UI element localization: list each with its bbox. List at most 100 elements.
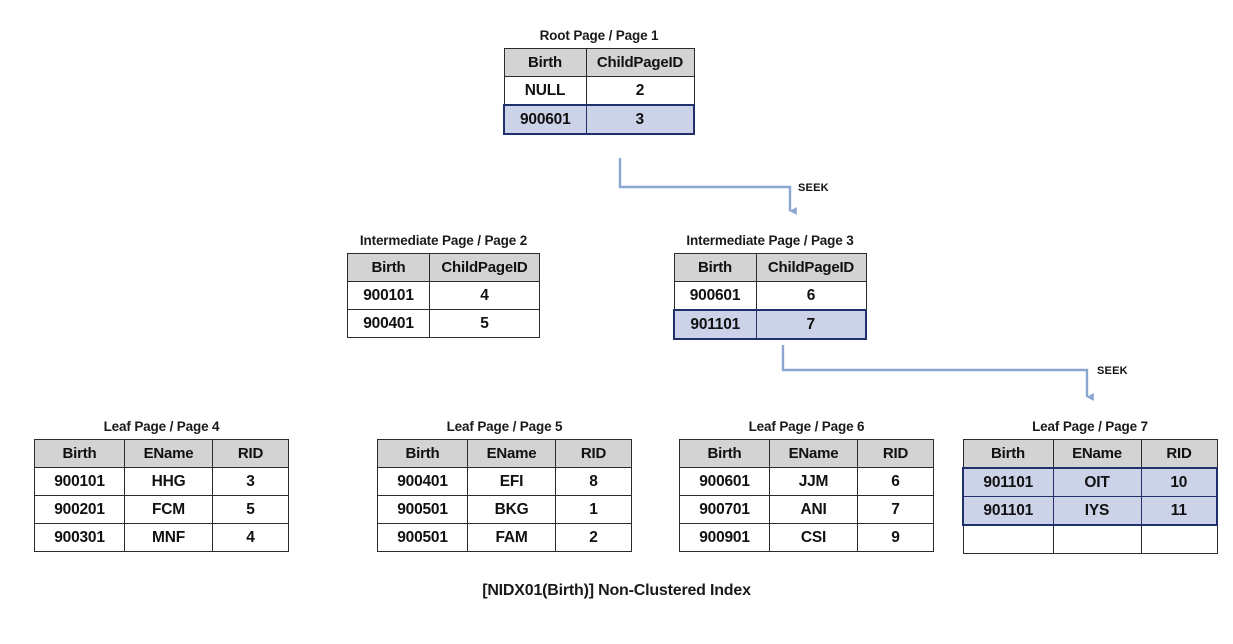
column-header-rid: RID [212, 439, 289, 468]
intermediate-page-3-title: Intermediate Page / Page 3 [686, 233, 854, 248]
table-row[interactable]: 900101 4 [347, 281, 540, 310]
table-row[interactable]: 900101 HHG 3 [34, 467, 289, 496]
leaf-page-7-title: Leaf Page / Page 7 [1032, 419, 1148, 434]
cell-birth: 900501 [377, 523, 468, 552]
cell-ename: IYS [1052, 496, 1142, 526]
cell-childpageid: 2 [585, 76, 695, 106]
column-header-childpageid: ChildPageID [585, 48, 695, 77]
table-row-highlighted[interactable]: 901101 OIT 10 [962, 467, 1218, 497]
table-row[interactable]: 900601 JJM 6 [679, 467, 934, 496]
cell-ename: EFI [467, 467, 556, 496]
column-header-birth: Birth [503, 48, 587, 77]
table-header-row: Birth ChildPageID [673, 253, 867, 282]
cell-birth: 900201 [34, 495, 125, 524]
table-row-highlighted[interactable]: 901101 7 [673, 309, 867, 340]
column-header-ename: EName [124, 439, 213, 468]
cell-ename: FAM [467, 523, 556, 552]
cell-childpageid: 4 [429, 281, 540, 310]
table-header-row: Birth ChildPageID [503, 48, 695, 77]
leaf-page-5-title: Leaf Page / Page 5 [446, 419, 563, 434]
cell-birth: 900601 [503, 104, 587, 135]
cell-birth: 900601 [673, 281, 757, 311]
cell-ename: JJM [769, 467, 858, 496]
cell-birth: 900901 [679, 523, 770, 552]
seek-arrow-page3-to-leaf7 [781, 345, 1094, 401]
table-row-highlighted[interactable]: 901101 IYS 11 [962, 496, 1218, 526]
column-header-birth: Birth [962, 439, 1054, 469]
table-row[interactable]: 900701 ANI 7 [679, 495, 934, 524]
table-header-row: Birth EName RID [679, 439, 934, 468]
cell-birth: 900101 [347, 281, 430, 310]
cell-rid: 7 [857, 495, 934, 524]
column-header-childpageid: ChildPageID [429, 253, 540, 282]
table-row[interactable]: 900201 FCM 5 [34, 495, 289, 524]
cell-birth: NULL [503, 76, 587, 106]
table-row-highlighted[interactable]: 900601 3 [503, 104, 695, 135]
column-header-birth: Birth [673, 253, 757, 282]
cell-birth: 901101 [962, 496, 1054, 526]
cell-ename: FCM [124, 495, 213, 524]
seek-arrow-root-to-page3 [618, 158, 797, 215]
column-header-birth: Birth [377, 439, 468, 468]
cell-rid: 5 [212, 495, 289, 524]
cell-rid: 9 [857, 523, 934, 552]
cell-childpageid: 5 [429, 309, 540, 338]
cell-birth: 900601 [679, 467, 770, 496]
cell-ename: CSI [769, 523, 858, 552]
leaf-page-6-table: Birth EName RID 900601 JJM 6 900701 ANI … [679, 439, 934, 552]
cell-rid: 1 [555, 495, 632, 524]
column-header-ename: EName [769, 439, 858, 468]
cell-ename: MNF [124, 523, 213, 552]
cell-rid: 3 [212, 467, 289, 496]
leaf-page-6: Leaf Page / Page 6 Birth EName RID 90060… [679, 419, 934, 552]
diagram-caption: [NIDX01(Birth)] Non-Clustered Index [482, 582, 751, 599]
table-header-row: Birth ChildPageID [347, 253, 540, 282]
seek-label-2: SEEK [1097, 365, 1128, 377]
leaf-page-6-title: Leaf Page / Page 6 [748, 419, 865, 434]
cell-rid: 4 [212, 523, 289, 552]
column-header-childpageid: ChildPageID [755, 253, 867, 282]
leaf-page-4-title: Leaf Page / Page 4 [103, 419, 220, 434]
cell-rid: 8 [555, 467, 632, 496]
table-row-empty[interactable] [962, 524, 1218, 554]
cell-ename: BKG [467, 495, 556, 524]
cell-birth: 900701 [679, 495, 770, 524]
cell-rid [1140, 524, 1218, 554]
table-row[interactable]: 900601 6 [673, 281, 867, 311]
root-page-1: Root Page / Page 1 Birth ChildPageID NUL… [503, 28, 695, 135]
table-header-row: Birth EName RID [377, 439, 632, 468]
table-header-row: Birth EName RID [962, 439, 1218, 469]
column-header-rid: RID [1140, 439, 1218, 469]
cell-birth: 900501 [377, 495, 468, 524]
table-row[interactable]: 900501 FAM 2 [377, 523, 632, 552]
root-page-1-title: Root Page / Page 1 [539, 28, 659, 43]
leaf-page-4-table: Birth EName RID 900101 HHG 3 900201 FCM … [34, 439, 289, 552]
column-header-rid: RID [857, 439, 934, 468]
root-page-1-table: Birth ChildPageID NULL 2 900601 3 [503, 48, 695, 135]
table-row[interactable]: 900401 EFI 8 [377, 467, 632, 496]
table-row[interactable]: 900501 BKG 1 [377, 495, 632, 524]
intermediate-page-3: Intermediate Page / Page 3 Birth ChildPa… [673, 233, 867, 340]
column-header-ename: EName [1052, 439, 1142, 469]
column-header-rid: RID [555, 439, 632, 468]
leaf-page-4: Leaf Page / Page 4 Birth EName RID 90010… [34, 419, 289, 552]
column-header-ename: EName [467, 439, 556, 468]
cell-childpageid: 7 [755, 309, 867, 340]
intermediate-page-3-table: Birth ChildPageID 900601 6 901101 7 [673, 253, 867, 340]
cell-rid: 6 [857, 467, 934, 496]
table-row[interactable]: 900301 MNF 4 [34, 523, 289, 552]
cell-childpageid: 3 [585, 104, 695, 135]
intermediate-page-2: Intermediate Page / Page 2 Birth ChildPa… [347, 233, 540, 338]
cell-birth [962, 524, 1054, 554]
cell-ename: HHG [124, 467, 213, 496]
table-row[interactable]: 900401 5 [347, 309, 540, 338]
table-row[interactable]: 900901 CSI 9 [679, 523, 934, 552]
leaf-page-5-table: Birth EName RID 900401 EFI 8 900501 BKG … [377, 439, 632, 552]
cell-rid: 11 [1140, 496, 1218, 526]
cell-birth: 900401 [377, 467, 468, 496]
cell-birth: 900401 [347, 309, 430, 338]
cell-birth: 901101 [962, 467, 1054, 497]
column-header-birth: Birth [679, 439, 770, 468]
table-row[interactable]: NULL 2 [503, 76, 695, 106]
leaf-page-7: Leaf Page / Page 7 Birth EName RID 90110… [962, 419, 1218, 554]
